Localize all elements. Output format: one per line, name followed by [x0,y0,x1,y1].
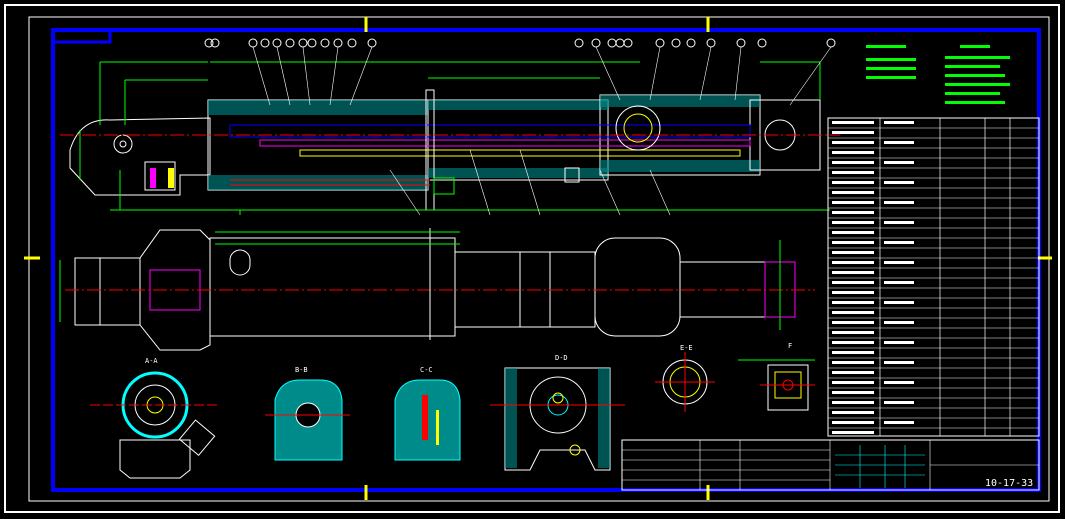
table-cell-mark [832,371,874,374]
table-cell-mark [832,251,874,254]
table-cell-mark [832,411,874,414]
table-cell-mark [884,381,914,384]
table-cell-mark [832,311,874,314]
table-cell-mark [884,121,914,124]
table-cell-mark [832,341,874,344]
table-cell-mark [832,421,874,424]
table-cell-mark [832,271,874,274]
table-cell-mark [832,381,874,384]
table-cell-mark [832,201,874,204]
section-view-b: B-B [265,366,350,461]
table-cell-mark [832,121,874,124]
table-cell-mark [884,261,914,264]
table-cell-mark [884,181,914,184]
svg-text:B-B: B-B [295,366,308,374]
section-view-c: C-C [394,366,461,461]
parts-list-table [827,117,1040,437]
svg-text:A-A: A-A [145,357,158,365]
table-cell-mark [832,221,874,224]
table-cell-mark [832,191,874,194]
table-cell-mark [832,301,874,304]
svg-text:F: F [788,342,792,350]
table-cell-mark [832,231,874,234]
table-cell-mark [884,361,914,364]
table-cell-mark [832,351,874,354]
table-cell-mark [884,201,914,204]
table-cell-mark [832,361,874,364]
section-view-a: A-A [90,357,220,479]
table-cell-mark [884,281,914,284]
table-cell-mark [884,321,914,324]
title-block: 10-17-33 [621,439,1040,491]
title-block-code: 10-17-33 [985,478,1033,489]
table-cell-mark [884,221,914,224]
detail-view-f: F [738,342,815,411]
table-cell-mark [832,131,874,134]
section-view-e: E-E [655,344,715,412]
table-cell-mark [832,171,874,174]
svg-text:E-E: E-E [680,344,693,352]
table-cell-mark [832,161,874,164]
technical-notes [866,45,1010,104]
table-cell-mark [832,281,874,284]
table-cell-mark [832,151,874,154]
table-cell-mark [832,291,874,294]
centering-marks [24,17,1052,500]
table-cell-mark [884,301,914,304]
table-cell-mark [832,211,874,214]
svg-text:D-D: D-D [555,354,568,362]
table-cell-mark [884,161,914,164]
table-cell-mark [832,321,874,324]
outer-border [4,4,1060,513]
table-cell-mark [832,331,874,334]
table-cell-mark [832,401,874,404]
svg-text:C-C: C-C [420,366,433,374]
table-cell-mark [832,241,874,244]
elevation-view [59,228,815,351]
table-cell-mark [832,261,874,264]
main-section-view [60,38,840,216]
table-cell-mark [832,141,874,144]
table-cell-mark [884,241,914,244]
table-cell-mark [884,141,914,144]
table-cell-mark [832,431,874,434]
section-view-d: D-D [490,354,625,471]
table-cell-mark [884,341,914,344]
table-cell-mark [832,181,874,184]
table-cell-mark [884,401,914,404]
table-cell-mark [884,421,914,424]
table-cell-mark [832,391,874,394]
